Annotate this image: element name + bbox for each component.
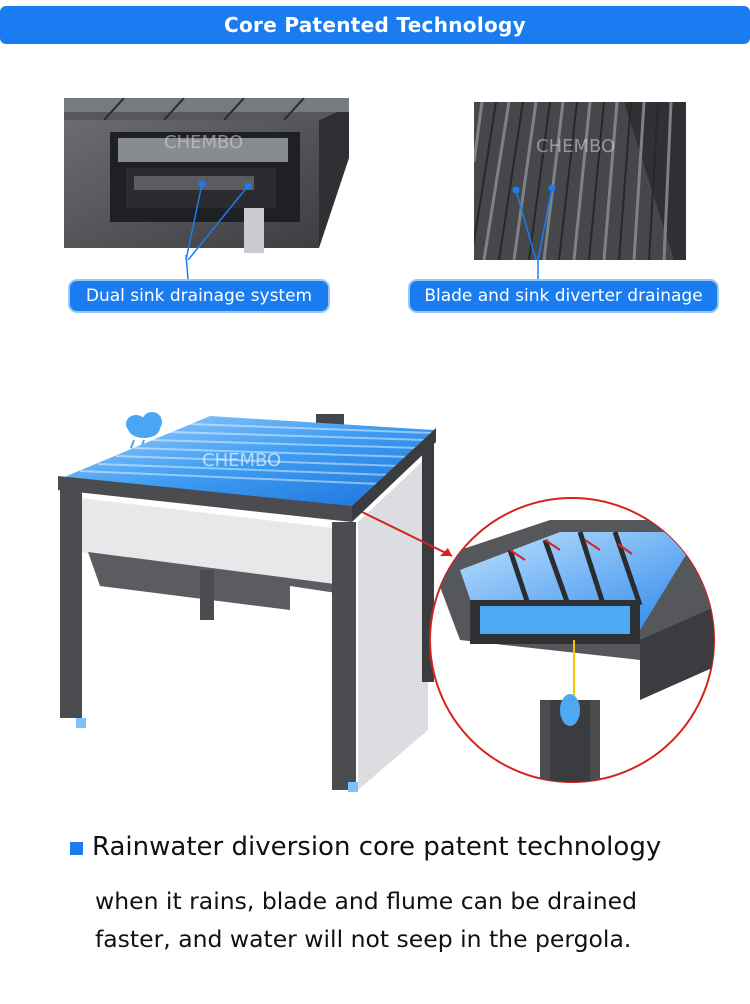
description-line: when it rains, blade and flume can be dr… <box>95 887 638 915</box>
banner-title: Core Patented Technology <box>224 13 526 37</box>
dual-sink-illustration: CHEMBO <box>64 98 349 260</box>
description-line: faster, and water will not seep in the p… <box>95 925 632 953</box>
heading-bullet <box>70 842 83 855</box>
feature-label-text: Blade and sink diverter drainage <box>424 286 703 306</box>
rain-cloud-icon <box>126 412 162 449</box>
blade-diverter-photo: CHEMBO <box>474 102 686 260</box>
pergola-illustration: CHEMBO <box>58 412 715 792</box>
title-banner: Core Patented Technology <box>0 6 750 44</box>
dual-sink-photo: CHEMBO <box>64 98 349 260</box>
watermark-text: CHEMBO <box>164 132 243 153</box>
feature-label-text: Dual sink drainage system <box>85 286 313 306</box>
feature-label-dual-sink: Dual sink drainage system <box>68 279 330 313</box>
blade-illustration: CHEMBO <box>474 102 686 260</box>
connector-lines-1 <box>185 255 189 280</box>
feature-label-blade-diverter: Blade and sink diverter drainage <box>408 279 719 313</box>
watermark-text: CHEMBO <box>536 136 615 157</box>
section-description: when it rains, blade and flume can be dr… <box>95 882 715 958</box>
section-heading: Rainwater diversion core patent technolo… <box>92 832 662 862</box>
watermark-text: CHEMBO <box>202 450 281 471</box>
connector-lines-2 <box>537 255 539 279</box>
callout-arrow <box>361 511 453 557</box>
